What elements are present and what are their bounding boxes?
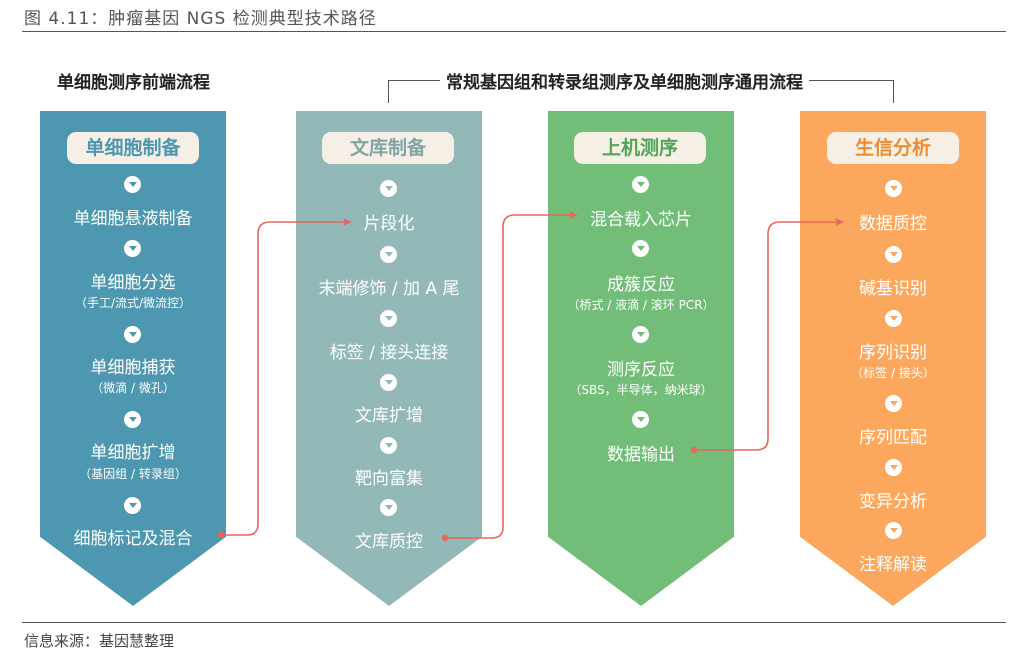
step-label: 文库质控 [355, 532, 423, 552]
step-note: （桥式 / 液滴 / 滚环 PCR） [567, 298, 715, 312]
step-label: 测序反应 [607, 360, 675, 380]
connector-start-dot [690, 446, 698, 454]
step-label: 单细胞捕获 [90, 358, 176, 378]
column-sequencing [548, 111, 734, 606]
down-arrow-icon [885, 180, 902, 197]
down-arrow-icon [632, 326, 649, 343]
column-single-cell-prep [40, 111, 226, 606]
down-arrow-icon [380, 374, 397, 391]
connector-arrowhead-icon [343, 218, 352, 226]
down-arrow-icon [380, 246, 397, 263]
step-label: 单细胞悬液制备 [73, 209, 193, 229]
source-note: 信息来源：基因慧整理 [24, 632, 175, 650]
connector-arrowhead-icon [835, 218, 844, 226]
down-arrow-icon [632, 411, 649, 428]
down-arrow-icon [885, 246, 902, 263]
step-label: 序列识别 [859, 343, 927, 363]
down-arrow-icon [124, 240, 141, 257]
bottom-rule [22, 622, 1006, 623]
figure-title: 图 4.11：肿瘤基因 NGS 检测典型技术路径 [24, 9, 377, 29]
column-title-library-prep: 文库制备 [322, 132, 454, 164]
step-note: （SBS，半导体，纳米球） [569, 383, 713, 397]
down-arrow-icon [124, 326, 141, 343]
step-label: 末端修饰 / 加 A 尾 [318, 279, 460, 299]
connector-arrowhead-icon [569, 211, 578, 219]
step-label: 成簇反应 [607, 275, 675, 295]
step-label: 数据输出 [607, 445, 675, 465]
common-flow-header: 常规基因组和转录组测序及单细胞测序通用流程 [440, 68, 809, 93]
down-arrow-icon [380, 310, 397, 327]
connector-line [445, 214, 572, 539]
down-arrow-icon [885, 310, 902, 327]
down-arrow-icon [380, 499, 397, 516]
down-arrow-icon [380, 180, 397, 197]
down-arrow-icon [124, 497, 141, 514]
connector-line [221, 221, 346, 536]
down-arrow-icon [380, 437, 397, 454]
column-title-single-cell-prep: 单细胞制备 [67, 132, 199, 164]
step-label: 靶向富集 [355, 469, 423, 489]
step-label: 片段化 [363, 214, 415, 234]
down-arrow-icon [632, 176, 649, 193]
connector-line [694, 221, 838, 451]
top-rule [22, 31, 1006, 32]
column-title-sequencing: 上机测序 [574, 132, 706, 164]
step-label: 文库扩增 [355, 406, 423, 426]
step-label: 单细胞分选 [90, 273, 176, 293]
down-arrow-icon [885, 395, 902, 412]
connector-start-dot [441, 534, 449, 542]
step-label: 碱基识别 [859, 279, 927, 299]
step-label: 标签 / 接头连接 [329, 343, 449, 363]
connector-start-dot [217, 531, 225, 539]
step-label: 混合载入芯片 [590, 210, 692, 230]
column-title-bioinformatics: 生信分析 [827, 132, 959, 164]
down-arrow-icon [124, 176, 141, 193]
step-label: 单细胞扩增 [90, 443, 176, 463]
down-arrow-icon [885, 522, 902, 539]
single-cell-header: 单细胞测序前端流程 [57, 73, 210, 93]
step-note: （微滴 / 微孔） [91, 381, 175, 395]
step-note: （标签 / 接头） [851, 366, 935, 380]
step-note: （手工/流式/微流控） [74, 296, 192, 310]
step-note: （基因组 / 转录组） [79, 467, 187, 481]
down-arrow-icon [632, 240, 649, 257]
step-label: 变异分析 [859, 492, 927, 512]
down-arrow-icon [124, 411, 141, 428]
step-label: 序列匹配 [859, 428, 927, 448]
step-label: 数据质控 [859, 214, 927, 234]
down-arrow-icon [885, 459, 902, 476]
step-label: 注释解读 [859, 555, 927, 575]
step-label: 细胞标记及混合 [73, 529, 193, 549]
